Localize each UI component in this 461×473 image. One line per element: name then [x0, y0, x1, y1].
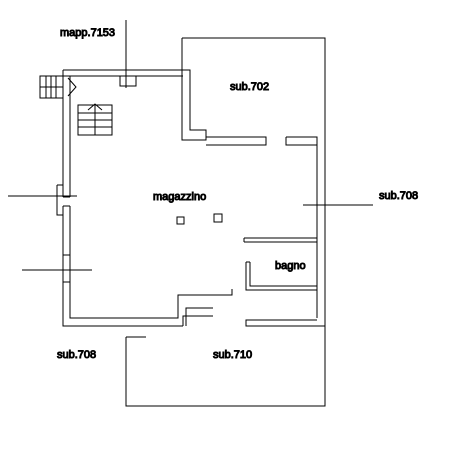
label-warehouse: magazzino: [153, 191, 206, 203]
label-sub-708-left: sub.708: [57, 349, 96, 361]
label-parcel: mapp.7153: [60, 27, 115, 39]
main-walls: [62, 69, 326, 327]
sub-710-walls: [125, 326, 326, 407]
reference-lines: [8, 20, 373, 271]
west-openings: [56, 184, 70, 283]
label-sub-702: sub.702: [230, 81, 269, 93]
label-sub-708-right: sub.708: [379, 190, 418, 202]
bathroom-walls: [243, 237, 317, 291]
pillars: [176, 213, 223, 225]
staircase: [39, 75, 113, 136]
label-bathroom: bagno: [275, 260, 306, 272]
north-wall-fixtures: [119, 30, 137, 88]
label-sub-710: sub.710: [213, 349, 252, 361]
